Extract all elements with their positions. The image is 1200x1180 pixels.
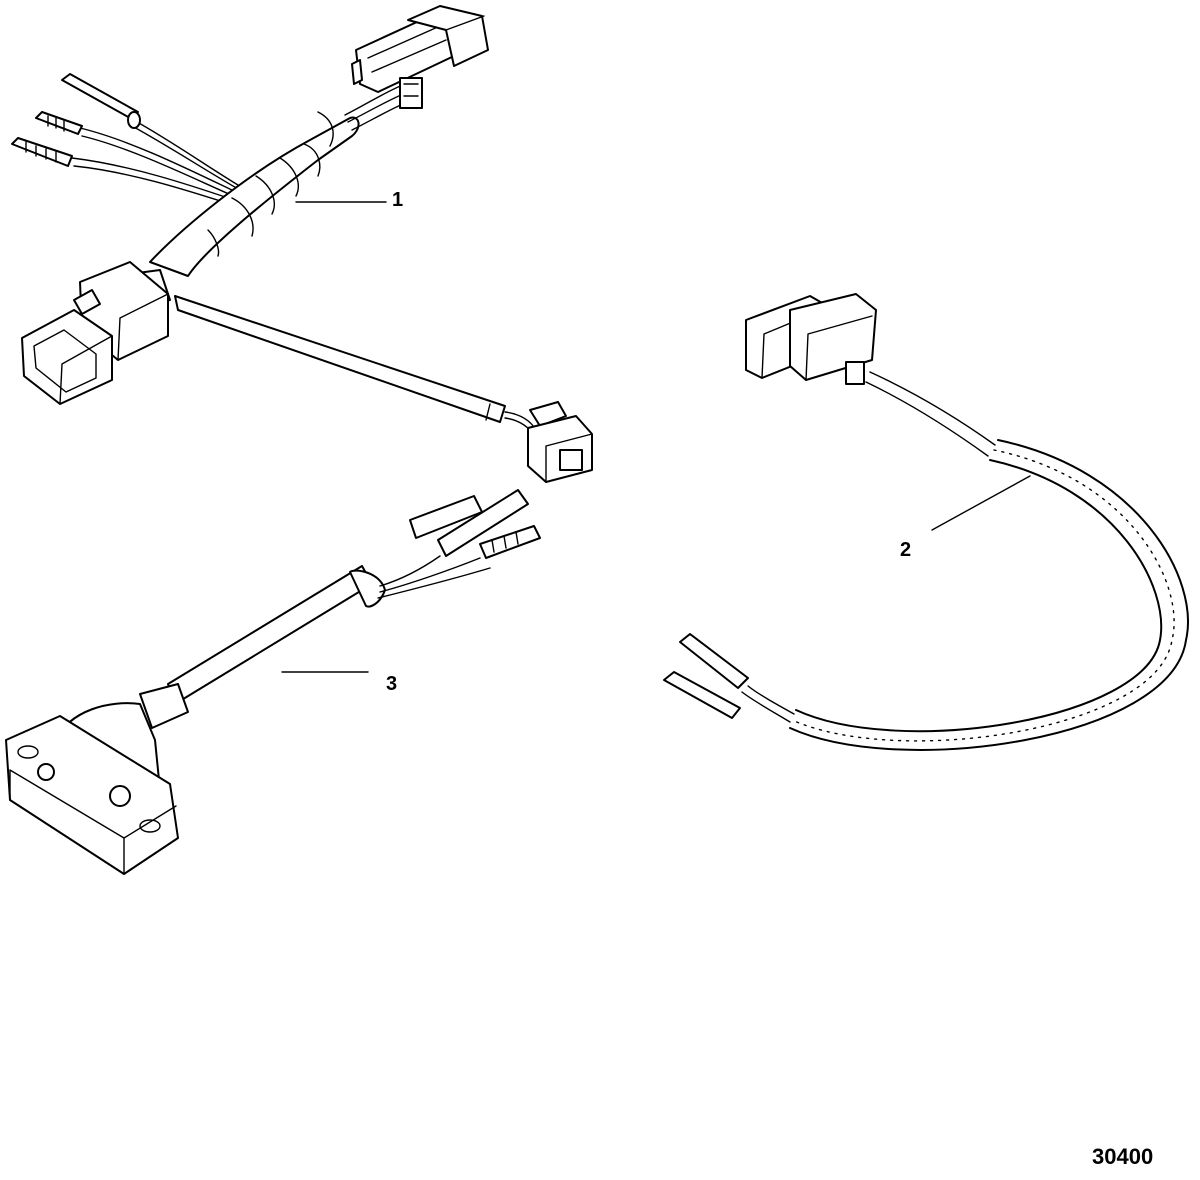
- sensor-lead-part-2: [663, 293, 1189, 751]
- wire-end-terminal: [663, 671, 741, 719]
- part-2-connector: [745, 293, 877, 385]
- pin-terminal: [61, 73, 141, 129]
- sensor-terminal: [479, 525, 541, 559]
- wire-end-terminal: [679, 633, 749, 689]
- callout-label-2: 2: [900, 539, 911, 561]
- bullet-terminal: [11, 137, 73, 167]
- callout-label-3: 3: [386, 673, 397, 695]
- callout-label-1: 1: [392, 189, 403, 211]
- leader-line: [931, 475, 1031, 531]
- harness-connector-upper: [351, 5, 489, 109]
- bullet-terminal: [35, 111, 83, 135]
- sensor-part-3: [5, 489, 541, 875]
- wiring-harness-part-1: [11, 5, 593, 483]
- figure-number: 30400: [1092, 1144, 1153, 1169]
- harness-connector-small: [527, 401, 593, 483]
- harness-connector-lower: [21, 261, 171, 405]
- sensor-terminal: [437, 489, 529, 557]
